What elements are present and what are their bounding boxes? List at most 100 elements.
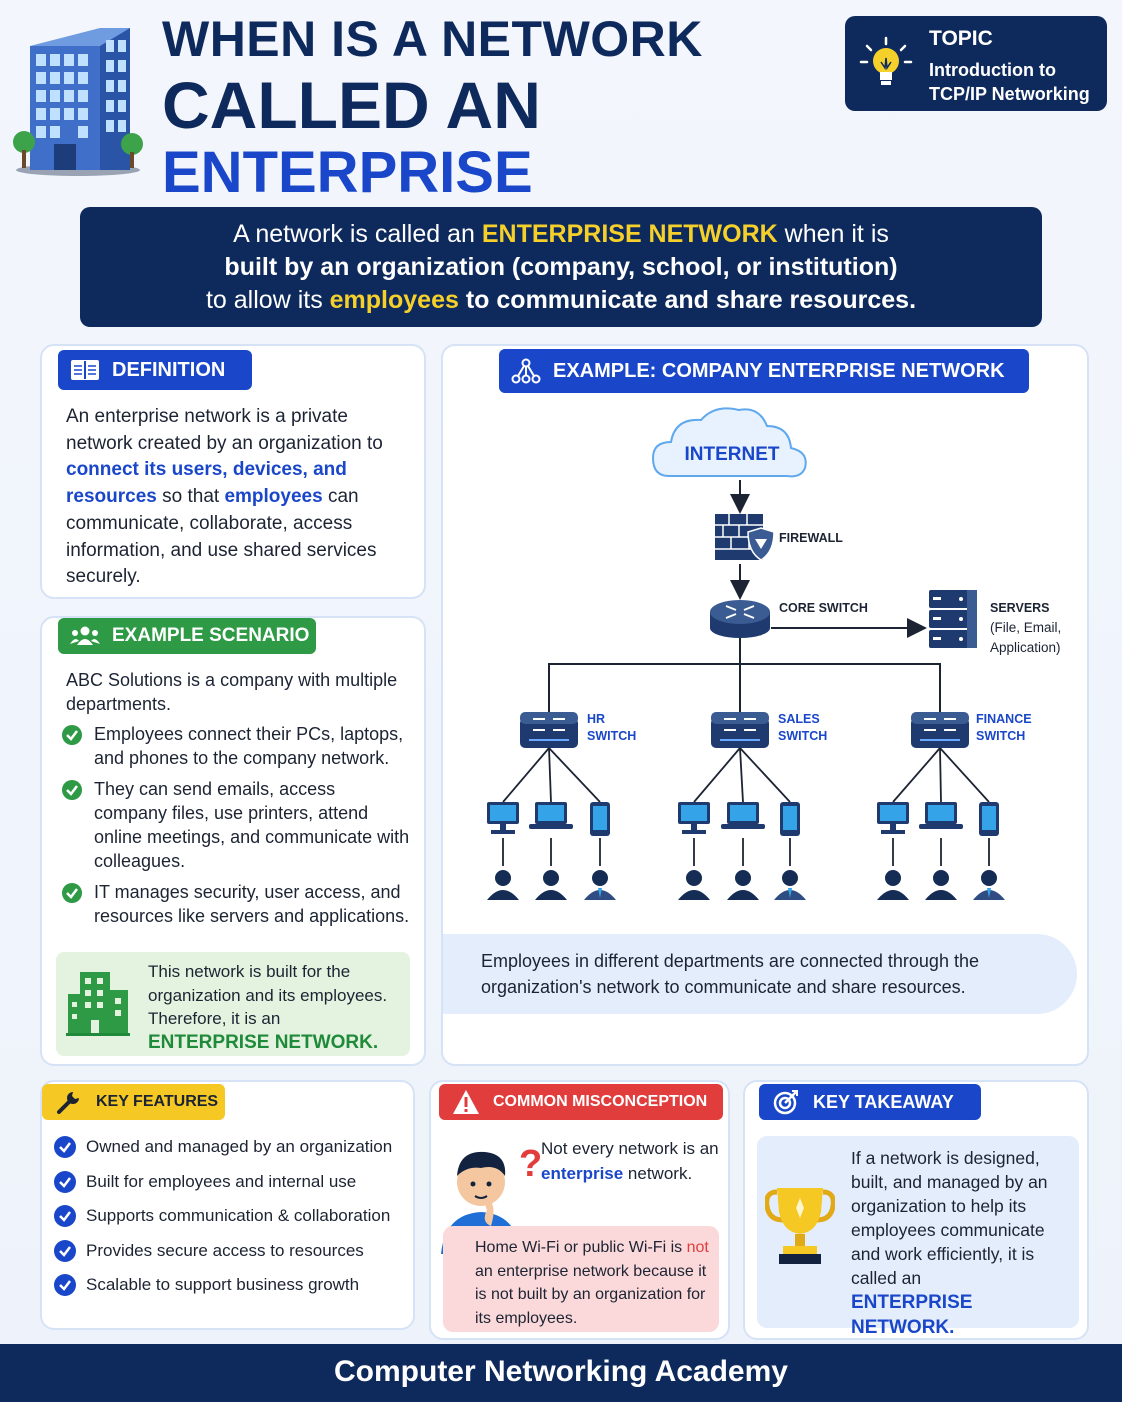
scenario-heading-label: EXAMPLE SCENARIO [112,625,310,646]
misconception-box-part: an enterprise network because it is not … [475,1262,707,1327]
page-title: WHEN IS A NETWORK CALLED AN ENTERPRISE N… [162,11,862,260]
core-switch-icon [710,600,770,638]
diagram-caption: Employees in different departments are c… [443,934,1077,1014]
check-circle-icon [62,780,82,800]
internet-label: INTERNET [685,444,780,465]
finance-switch-icon [910,711,970,749]
list-item-text: Supports communication & collaboration [86,1206,391,1225]
takeaway-text: If a network is designed, built, and man… [851,1148,1048,1288]
banner-text: to allow its [205,286,330,314]
trophy-icon [765,1188,835,1264]
list-item-text: Owned and managed by an organization [86,1137,393,1156]
core-switch-label: CORE SWITCH [779,601,868,615]
title-line-2: CALLED AN [162,68,541,142]
takeaway-card: KEY TAKEAWAY If a network is designed, b… [743,1080,1089,1340]
example-heading-label: EXAMPLE: COMPANY ENTERPRISE NETWORK [553,359,1005,382]
definition-part: so that [156,486,225,508]
sales-switch-icon [710,711,770,749]
book-icon [68,356,102,384]
misconception-not: not [686,1239,709,1256]
laptop-icon [919,802,963,829]
user-icon [774,870,806,900]
list-item: Owned and managed by an organization [54,1136,414,1158]
misconception-heading-label: COMMON MISCONCEPTION [493,1093,708,1110]
list-item-text: Built for employees and internal use [86,1171,357,1191]
list-item: They can send emails, access company fil… [62,777,412,873]
definition-part: An enterprise network is a private netwo… [66,406,383,454]
lightbulb-icon [859,36,913,85]
servers-detail-2: Application) [990,640,1061,655]
network-example-card: EXAMPLE: COMPANY ENTERPRISE NETWORK [441,344,1089,1066]
misconception-box-part: Home Wi-Fi or public Wi-Fi is [475,1239,687,1256]
users-icon [68,622,102,650]
misconception-bold: enterprise [541,1164,624,1183]
banner-text: when it is [777,220,889,248]
definition-bold: connect its users, devices, and resource… [66,459,347,508]
finance-switch-label-1: FINANCE [976,712,1032,726]
takeaway-heading-label: KEY TAKEAWAY [813,1091,954,1112]
topic-badge: TOPIC Introduction to TCP/IP Networking [845,16,1107,111]
banner-text: to communicate and share resources. [458,286,917,314]
banner-text: A network is called an [233,220,482,248]
list-item-text: They can send emails, access company fil… [94,779,410,871]
misconception-part: Not every network is an [541,1139,719,1158]
scenario-conclusion: This network is built for the organizati… [56,952,410,1056]
key-features-list: Owned and managed by an organization Bui… [54,1136,414,1309]
check-circle-icon [54,1170,76,1193]
list-item-text: Employees connect their PCs, laptops, an… [94,724,404,768]
user-icon [487,870,519,900]
user-icon [678,870,710,900]
user-icon [584,870,616,900]
internet-cloud-icon [651,407,807,478]
list-item: Built for employees and internal use [54,1170,414,1193]
phone-icon [780,802,800,836]
scenario-list: Employees connect their PCs, laptops, an… [62,722,412,935]
svg-text:?: ? [519,1143,541,1185]
hr-switch-label-1: HR [587,712,605,726]
list-item-text: Provides secure access to resources [86,1240,364,1260]
wrench-icon [52,1088,86,1116]
firewall-label: FIREWALL [779,531,843,545]
title-line-1: WHEN IS A NETWORK [162,11,703,67]
conclusion-text: This network is built for the organizati… [148,962,388,1028]
check-circle-icon [54,1136,76,1158]
scenario-heading: EXAMPLE SCENARIO [58,618,316,654]
conclusion-bold: ENTERPRISE NETWORK. [148,1031,379,1053]
check-circle-icon [54,1274,76,1296]
takeaway-bold: ENTERPRISE NETWORK. [851,1292,973,1338]
servers-icon [929,590,977,648]
warning-icon [449,1088,483,1116]
user-icon [535,870,567,900]
banner-text: built by an organization (company, schoo… [224,253,898,281]
check-circle-icon [54,1239,76,1262]
servers-label: SERVERS [990,601,1050,615]
definition-card: DEFINITION An enterprise network is a pr… [40,344,426,599]
laptop-icon [721,802,765,829]
green-building-icon [66,972,130,1036]
list-item-text: Scalable to support business growth [86,1275,360,1294]
sales-switch-label-1: SALES [778,712,820,726]
banner-highlight: ENTERPRISE NETWORK [481,220,778,248]
office-building-icon [13,28,143,176]
definition-bold: employees [224,486,323,508]
scenario-card: EXAMPLE SCENARIO ABC Solutions is a comp… [40,616,426,1066]
definition-heading-label: DEFINITION [112,358,226,381]
definition-heading: DEFINITION [58,350,252,390]
phone-icon [590,802,610,836]
topic-name: Introduction to TCP/IP Networking [929,60,1090,104]
laptop-icon [529,802,573,829]
scenario-intro: ABC Solutions is a company with multiple… [66,670,398,714]
footer-brand: Computer Networking Academy [0,1344,1122,1402]
check-circle-icon [54,1205,76,1227]
example-heading: EXAMPLE: COMPANY ENTERPRISE NETWORK [499,349,1029,393]
key-features-card: KEY FEATURES Owned and managed by an org… [40,1080,415,1330]
target-icon [769,1088,803,1116]
desktop-pc-icon [487,802,519,834]
misconception-heading: COMMON MISCONCEPTION [439,1084,723,1120]
topic-label: TOPIC [929,27,993,50]
desktop-pc-icon [877,802,909,834]
list-item: Scalable to support business growth [54,1274,414,1296]
sales-switch-label-2: SWITCH [778,729,827,743]
list-item: Employees connect their PCs, laptops, an… [62,722,412,770]
takeaway-heading: KEY TAKEAWAY [759,1084,981,1120]
